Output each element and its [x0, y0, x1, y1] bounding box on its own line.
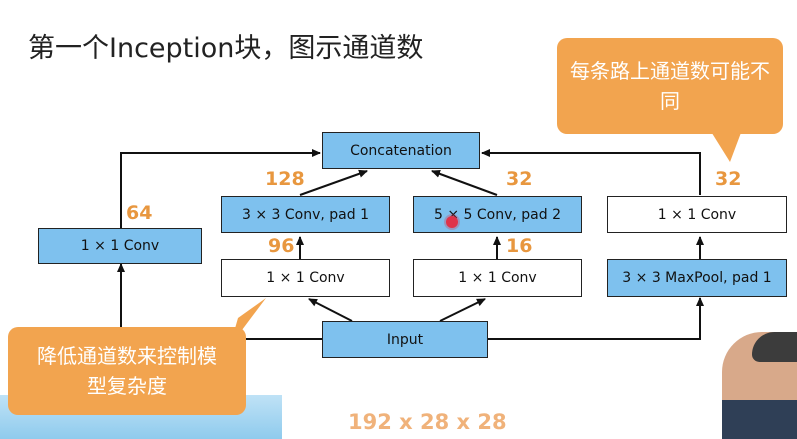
path2-conv-1x1-box: 1 × 1 Conv [221, 259, 390, 297]
path3-out-channel-count: 32 [506, 168, 533, 190]
concatenation-box: Concatenation [322, 132, 480, 169]
input-dimensions: 192 x 28 x 28 [348, 410, 507, 434]
arrow-path3-to-concat [431, 170, 498, 196]
input-box: Input [322, 321, 488, 358]
arrow-input-to-path3 [439, 298, 486, 322]
path2-conv-3x3-box: 3 × 3 Conv, pad 1 [221, 196, 390, 233]
pointer-cursor-dot [446, 216, 458, 228]
callout-bottom-left: 降低通道数来控制模型复杂度 [8, 327, 246, 415]
path4-maxpool-box: 3 × 3 MaxPool, pad 1 [607, 259, 787, 297]
path2-out-channel-count: 128 [265, 168, 305, 190]
callout-top-right: 每条路上通道数可能不同 [557, 38, 783, 134]
callout-bottom-left-text: 降低通道数来控制模型复杂度 [37, 344, 217, 398]
callout-top-right-text: 每条路上通道数可能不同 [570, 59, 770, 113]
path3-conv-5x5-box: 5 × 5 Conv, pad 2 [413, 196, 582, 233]
arrow-path2-to-concat [299, 169, 368, 196]
path1-channel-count: 64 [126, 202, 153, 224]
arrow-input-to-path4 [488, 297, 704, 340]
slide-title: 第一个Inception块，图示通道数 [28, 33, 424, 64]
path2-mid-channel-count: 96 [268, 235, 295, 257]
path4-channel-count: 32 [715, 168, 742, 190]
callout-top-tail [710, 130, 742, 162]
presenter-hair [752, 332, 797, 362]
path3-conv-1x1-box: 1 × 1 Conv [413, 259, 582, 297]
arrow-path4-to-concat [481, 149, 701, 195]
path1-conv-1x1-box: 1 × 1 Conv [38, 228, 202, 264]
arrow-input-to-path2 [308, 298, 353, 322]
path4-conv-1x1-box: 1 × 1 Conv [607, 196, 787, 233]
presenter-shirt [722, 400, 797, 439]
path3-mid-channel-count: 16 [506, 235, 533, 257]
arrow-path1-to-concat [120, 149, 321, 228]
